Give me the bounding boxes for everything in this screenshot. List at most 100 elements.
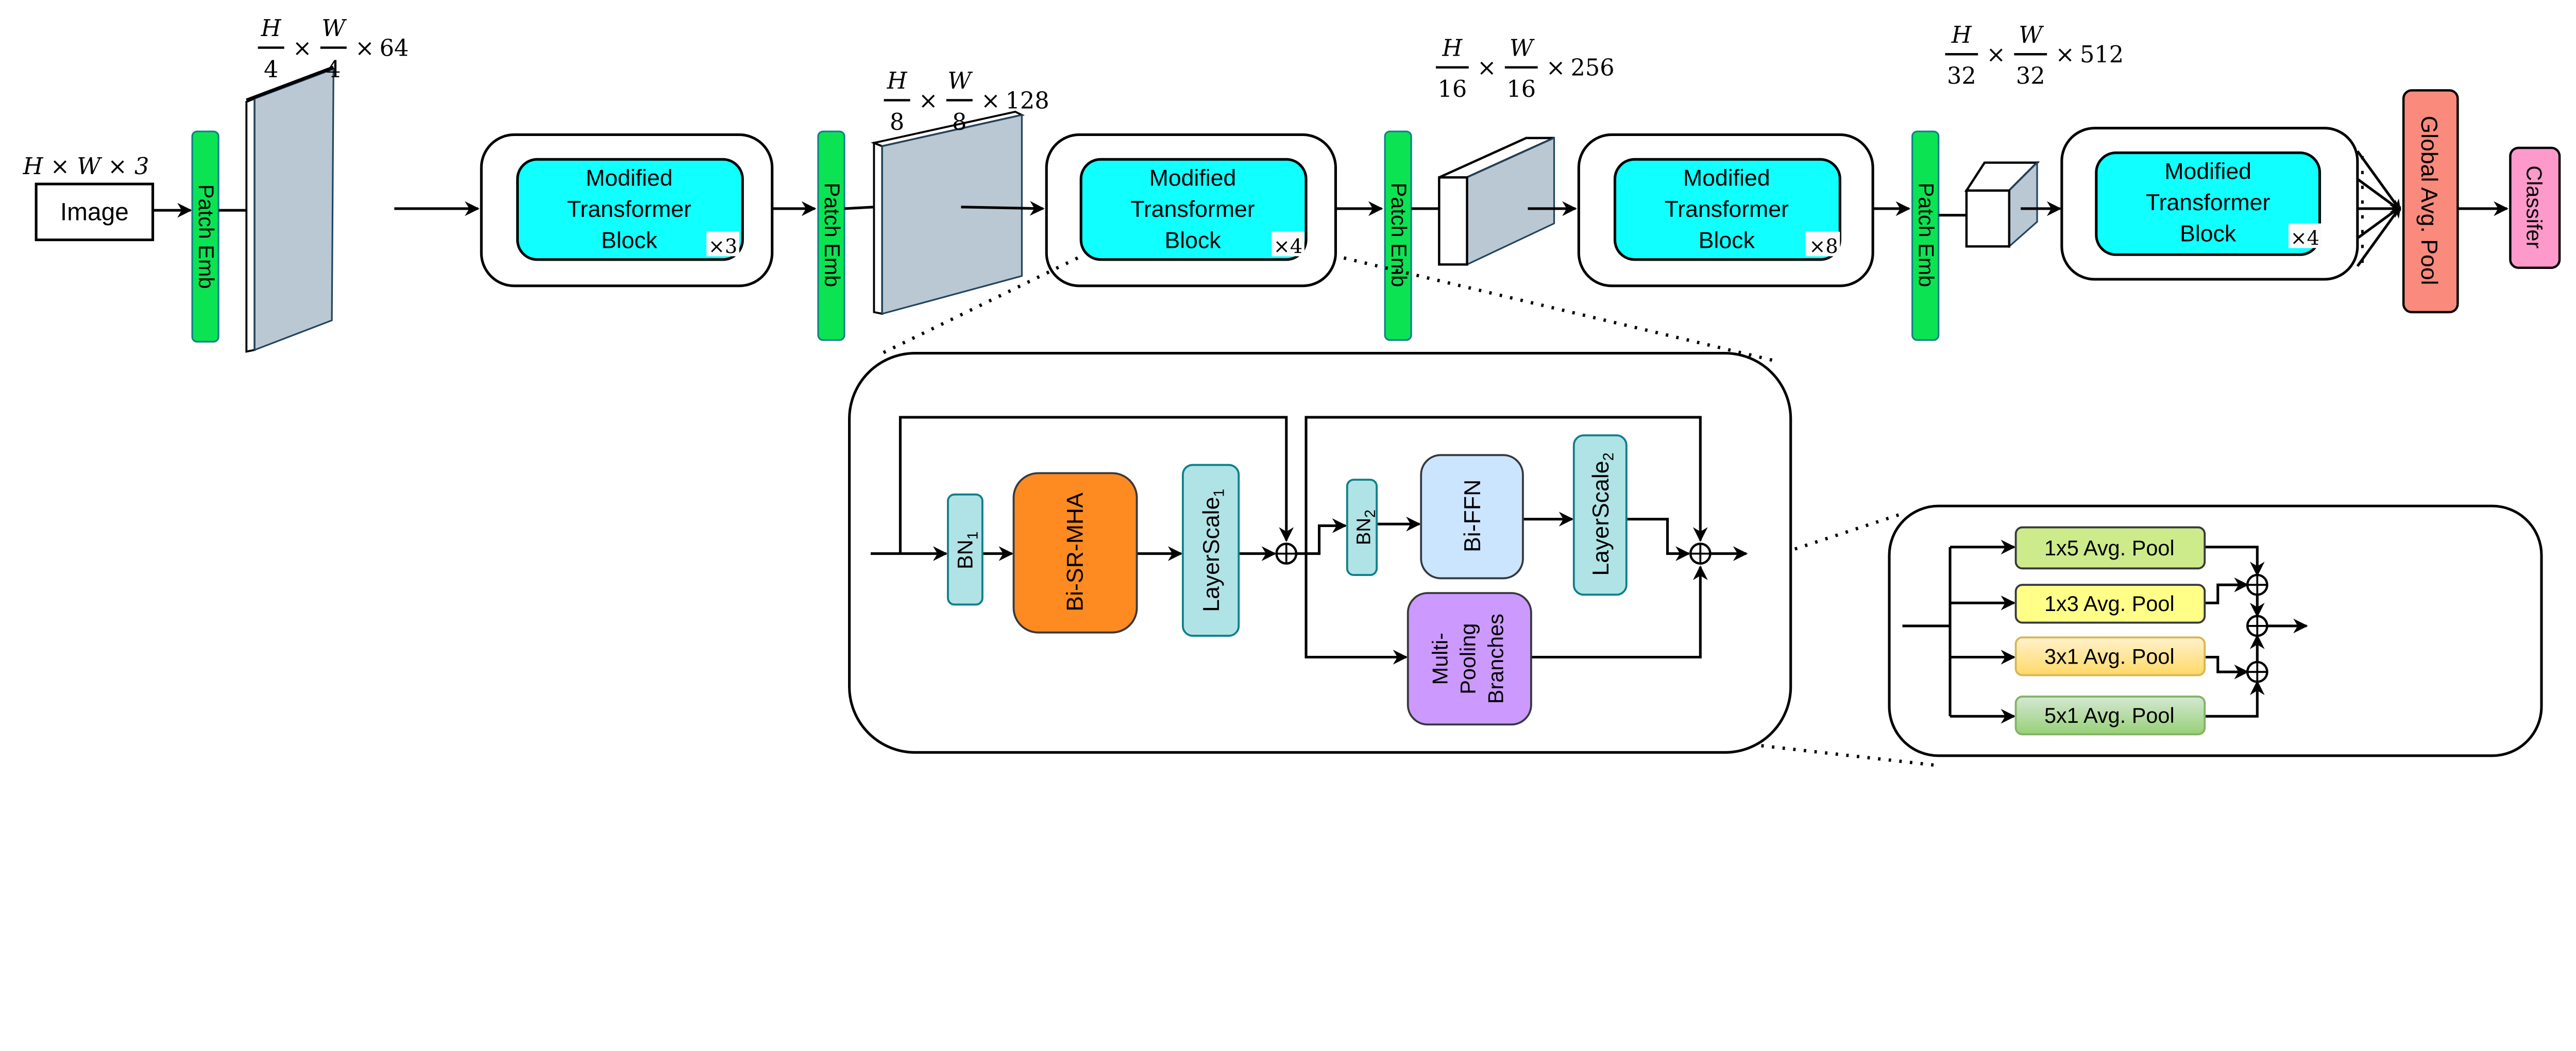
- bn1-box: [946, 493, 984, 606]
- feature-map-2: [870, 110, 1025, 315]
- dim-den-w: 4: [326, 56, 341, 83]
- pool-1x3-label: 1x3 Avg. Pool: [2044, 591, 2175, 616]
- dim-den-h: 32: [1947, 63, 1976, 90]
- block-label: Modified: [1683, 165, 1770, 191]
- dim-channels: 512: [2080, 41, 2124, 68]
- feature-map-4: [1964, 160, 2040, 248]
- bi-ffn-box: [1420, 454, 1524, 580]
- sum-node-2: [1689, 543, 1711, 565]
- dim-channels: 128: [1006, 87, 1049, 114]
- zoom-callout-line: [881, 256, 1079, 355]
- repeat-count-3: ×8: [1809, 235, 1838, 258]
- dim-times: ×: [1546, 55, 1565, 81]
- global-avg-pool: [2402, 89, 2459, 314]
- mpb-label: Pooling: [1455, 623, 1480, 694]
- modified-transformer-block-2: [1079, 158, 1308, 261]
- sum-node-pool-2: [2246, 615, 2268, 637]
- bn1-label: BN1: [953, 531, 981, 569]
- dim-times: ×: [981, 87, 1000, 114]
- patch-emb-4: [1911, 130, 1940, 341]
- pool-connections: [1902, 539, 2308, 724]
- block-label: Transformer: [2146, 190, 2270, 215]
- block-label: Transformer: [567, 197, 691, 222]
- layerscale2-sub: 2: [1600, 452, 1617, 461]
- mpb-label: Multi-: [1428, 633, 1452, 685]
- dim-channels: 64: [380, 35, 409, 61]
- bn2-sub: 2: [1362, 510, 1379, 518]
- pool-1x5-label: 1x5 Avg. Pool: [2044, 536, 2175, 560]
- pool-1x3-box: [2014, 584, 2206, 624]
- sum-node-pool-3: [2246, 660, 2268, 683]
- layerscale2-box: [1572, 434, 1628, 596]
- block-label: Modified: [1149, 165, 1236, 191]
- dim-den-w: 16: [1506, 76, 1536, 103]
- image-label: Image: [60, 198, 129, 226]
- dim-num-w: W: [321, 15, 347, 42]
- dims-label-3: H 16 × W 16 × 256: [1435, 35, 1615, 103]
- modified-transformer-block-4: [2095, 151, 2321, 256]
- layerscale2-base: LayerScale: [1588, 461, 1614, 575]
- arrow: [961, 201, 1045, 216]
- global-avg-pool-label: Global Avg. Pool: [2416, 115, 2442, 285]
- dim-num-h: H: [887, 67, 908, 94]
- feature-map-3: [1438, 137, 1555, 266]
- layerscale1-sub: 1: [1211, 489, 1228, 497]
- patch-emb-3-label: Patch Emb: [1387, 183, 1411, 287]
- dim-num-h: H: [261, 15, 282, 42]
- patch-emb-1-label: Patch Emb: [194, 184, 218, 289]
- pool-1x5-box: [2014, 526, 2206, 570]
- dim-num-w: W: [2019, 22, 2044, 48]
- dim-times: ×: [2056, 41, 2075, 68]
- block-label: Transformer: [1665, 197, 1789, 222]
- bi-ffn-label: Bi-FFN: [1460, 480, 1485, 552]
- architecture-diagram: H × W × 3 Image Patch Emb H 4 × W 4 × 64…: [23, 15, 2561, 768]
- pool-3x1-box: [2014, 636, 2206, 676]
- sum-node-pool-1: [2246, 573, 2268, 596]
- repeat-count-1: ×3: [708, 235, 737, 258]
- dim-channels: 256: [1570, 55, 1614, 81]
- mpb-label: Branches: [1484, 614, 1508, 704]
- dim-num-h: H: [1951, 22, 1972, 48]
- repeat-count-4: ×4: [2291, 227, 2319, 250]
- dim-den-h: 8: [890, 109, 904, 135]
- multi-pooling-branches-box: [1406, 592, 1532, 726]
- bn2-box: [1346, 479, 1378, 576]
- bi-sr-mha-label: Bi-SR-MHA: [1062, 493, 1088, 612]
- input-dims-label: H × W × 3: [23, 153, 149, 180]
- block-label: Block: [601, 228, 658, 253]
- detail-connections: [871, 416, 1748, 665]
- block-label: Modified: [586, 165, 673, 191]
- sum-node-1: [1275, 543, 1298, 565]
- pool-5x1-label: 5x1 Avg. Pool: [2044, 703, 2175, 727]
- dim-times: ×: [919, 87, 938, 114]
- modified-transformer-block-3: [1613, 158, 1841, 261]
- block-label: Block: [2180, 222, 2236, 247]
- patch-emb-4-label: Patch Emb: [1914, 183, 1938, 287]
- layerscale1-box: [1181, 464, 1240, 637]
- patch-emb-1: [191, 130, 219, 343]
- dim-times: ×: [1477, 55, 1496, 81]
- dim-times: ×: [1987, 41, 2006, 68]
- repeat-count-2: ×4: [1274, 235, 1302, 258]
- dims-label-4: H 32 × W 32 × 512: [1945, 22, 2124, 90]
- bn1-sub: 1: [964, 531, 981, 539]
- dims-label-1: H 4 × W 4 × 64: [258, 15, 409, 83]
- dim-den-h: 16: [1437, 76, 1467, 103]
- patch-emb-2-label: Patch Emb: [820, 183, 844, 287]
- patch-emb-3: [1384, 130, 1412, 341]
- bn2-base: BN: [1352, 518, 1375, 545]
- dim-den-w: 32: [2016, 63, 2045, 90]
- dim-times: ×: [293, 35, 312, 61]
- block-label: Transformer: [1130, 197, 1255, 222]
- dim-times: ×: [355, 35, 374, 61]
- classifier-label: Classifer: [2522, 165, 2546, 248]
- bn1-base: BN: [953, 539, 977, 569]
- dim-den-h: 4: [264, 56, 278, 83]
- pool-3x1-label: 3x1 Avg. Pool: [2044, 644, 2175, 668]
- dim-den-w: 8: [952, 109, 967, 135]
- connector: [844, 206, 874, 210]
- dim-num-h: H: [1442, 35, 1463, 61]
- layerscale1-label: LayerScale1: [1199, 489, 1228, 612]
- dim-num-w: W: [947, 67, 973, 94]
- fan-in-arrows: [2356, 150, 2401, 267]
